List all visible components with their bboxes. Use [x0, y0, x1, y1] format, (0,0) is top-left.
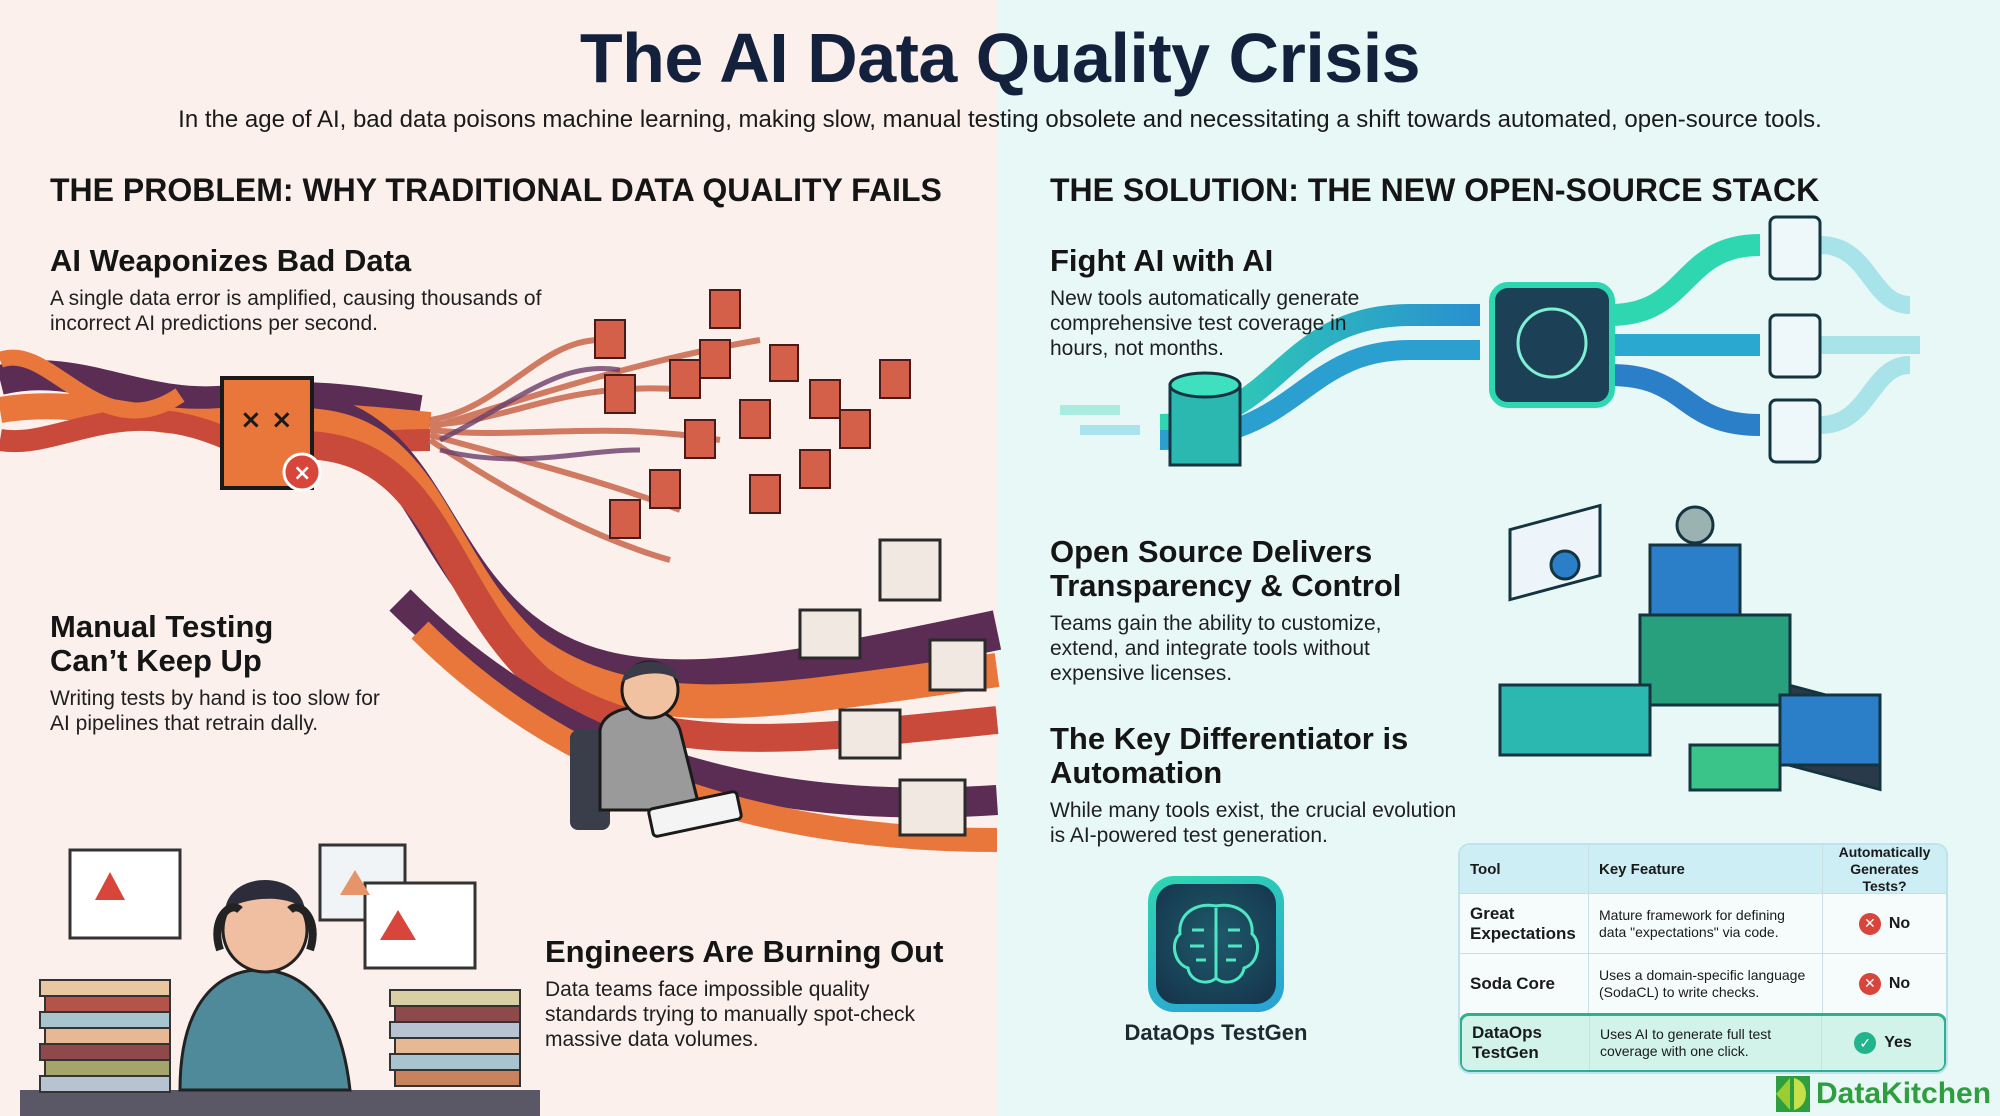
- datakitchen-logo: DataKitchen: [1776, 1076, 1991, 1112]
- problem-item-title: Engineers Are Burning Out: [545, 934, 944, 969]
- auto-generates-value: Yes: [1884, 1034, 1912, 1051]
- x-circle-icon: ✕: [1858, 972, 1881, 995]
- table-header-row: Tool Key Feature Automatically Generates…: [1460, 845, 1946, 894]
- x-circle-icon: ✕: [1858, 912, 1881, 935]
- solution-item-title: Open Source Delivers Transparency & Cont…: [1050, 534, 1402, 603]
- solution-item-open-source: Open Source Delivers Transparency & Cont…: [1050, 535, 1440, 686]
- solution-item-automation: The Key Differentiator is Automation Whi…: [1050, 722, 1460, 848]
- problem-item-body: Writing tests by hand is too slow for AI…: [50, 687, 380, 735]
- check-circle-icon: ✓: [1854, 1032, 1877, 1054]
- tool-name: DataOps TestGen: [1472, 1023, 1542, 1062]
- ai-pipeline-flow-illustration: [1060, 215, 1920, 467]
- tool-name: Soda Core: [1470, 973, 1556, 993]
- auto-generates-cell: ✕ No: [1822, 954, 1946, 1013]
- tool-feature: Uses AI to generate full test coverage w…: [1588, 1016, 1821, 1070]
- solution-item-body: Teams gain the ability to customize, ext…: [1050, 612, 1382, 685]
- problem-item-title: Manual Testing Can’t Keep Up: [50, 609, 274, 678]
- test-checklist-icon: [1768, 313, 1822, 379]
- table-row: Great Expectations Mature framework for …: [1460, 893, 1946, 953]
- tangled-data-cables-illustration: × × ×: [0, 289, 1002, 852]
- svg-text:× ×: × ×: [240, 405, 293, 435]
- dataops-testgen-app-icon: [1148, 876, 1284, 1012]
- page-title: The AI Data Quality Crisis: [579, 19, 1421, 97]
- brand-name: DataKitchen: [1816, 1077, 1992, 1110]
- solution-section-heading: THE SOLUTION: THE NEW OPEN-SOURCE STACK: [1050, 172, 1820, 208]
- column-header-tool: Tool: [1470, 860, 1501, 878]
- test-checklist-icon: [1768, 398, 1822, 464]
- datakitchen-logo-icon: [1776, 1076, 1810, 1112]
- tool-feature: Mature framework for defining data "expe…: [1588, 894, 1822, 953]
- problem-section-heading: THE PROBLEM: WHY TRADITIONAL DATA QUALIT…: [50, 172, 942, 208]
- problem-item-body: A single data error is amplified, causin…: [50, 287, 542, 335]
- problem-item-burning-out: Engineers Are Burning Out Data teams fac…: [545, 935, 965, 1052]
- broken-data-file-icon: × × ×: [220, 376, 322, 492]
- table-row: Soda Core Uses a domain-specific languag…: [1460, 953, 1946, 1013]
- open-source-modules-illustration: [1498, 503, 1882, 792]
- column-header-auto-generates: Automatically Generates Tests?: [1822, 845, 1946, 894]
- solution-item-body: New tools automatically generate compreh…: [1050, 287, 1360, 360]
- problem-item-title: AI Weaponizes Bad Data: [50, 243, 412, 278]
- auto-generates-cell: ✓ Yes: [1820, 1016, 1944, 1070]
- engineer-typing-illustration: [570, 660, 743, 838]
- database-icon: [1168, 371, 1242, 467]
- tool-feature: Uses a domain-specific language (SodaCL)…: [1588, 954, 1822, 1013]
- column-header-key-feature: Key Feature: [1588, 845, 1822, 893]
- tool-name: Great Expectations: [1470, 903, 1576, 943]
- tool-comparison-table: Tool Key Feature Automatically Generates…: [1458, 843, 1948, 1074]
- auto-generates-cell: ✕ No: [1822, 894, 1946, 953]
- auto-generates-value: No: [1888, 974, 1911, 992]
- brain-circuit-icon: [1156, 884, 1276, 1004]
- solution-item-title: Fight AI with AI: [1050, 243, 1274, 278]
- ai-brain-processor-icon: [1489, 282, 1615, 408]
- problem-item-manual-testing: Manual Testing Can’t Keep Up Writing tes…: [50, 609, 380, 736]
- solution-item-fight-ai: Fight AI with AI New tools automatically…: [1050, 244, 1410, 361]
- auto-generates-value: No: [1888, 914, 1911, 932]
- solution-item-title: The Key Differentiator is Automation: [1050, 721, 1409, 790]
- problem-item-body: Data teams face impossible quality stand…: [545, 978, 916, 1051]
- test-checklist-icon: [1768, 215, 1822, 281]
- featured-tool-label: DataOps TestGen: [1124, 1020, 1308, 1045]
- table-row-highlighted: DataOps TestGen Uses AI to generate full…: [1460, 1013, 1946, 1072]
- solution-item-body: While many tools exist, the crucial evol…: [1050, 799, 1457, 847]
- burned-out-engineer-illustration: [20, 843, 540, 1116]
- page-subtitle: In the age of AI, bad data poisons machi…: [178, 106, 1822, 133]
- svg-text:×: ×: [293, 461, 311, 486]
- problem-item-ai-weaponizes: AI Weaponizes Bad Data A single data err…: [50, 244, 570, 336]
